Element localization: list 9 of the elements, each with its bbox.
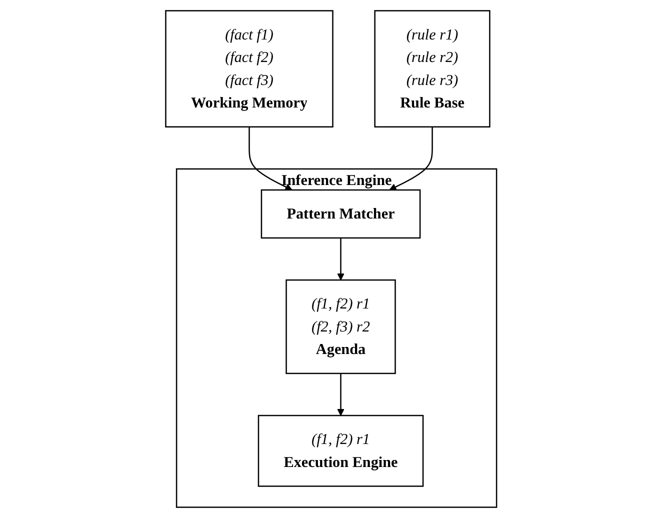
- arrow: [337, 238, 345, 280]
- arrow: [337, 373, 345, 416]
- arrow: [248, 126, 293, 190]
- arrow: [390, 126, 434, 190]
- node-box: (rule r1) (rule r2) (rule r3) Rule Base: [374, 10, 491, 128]
- node-box: (f1, f2) r1 Execution Engine: [258, 414, 424, 487]
- node-box: (fact f1) (fact f2) (fact f3) Working Memory: [165, 10, 334, 128]
- node-box: Pattern Matcher: [261, 189, 422, 239]
- node-box: (f1, f2) r1 (f2, f3) r2 Agenda: [286, 279, 396, 374]
